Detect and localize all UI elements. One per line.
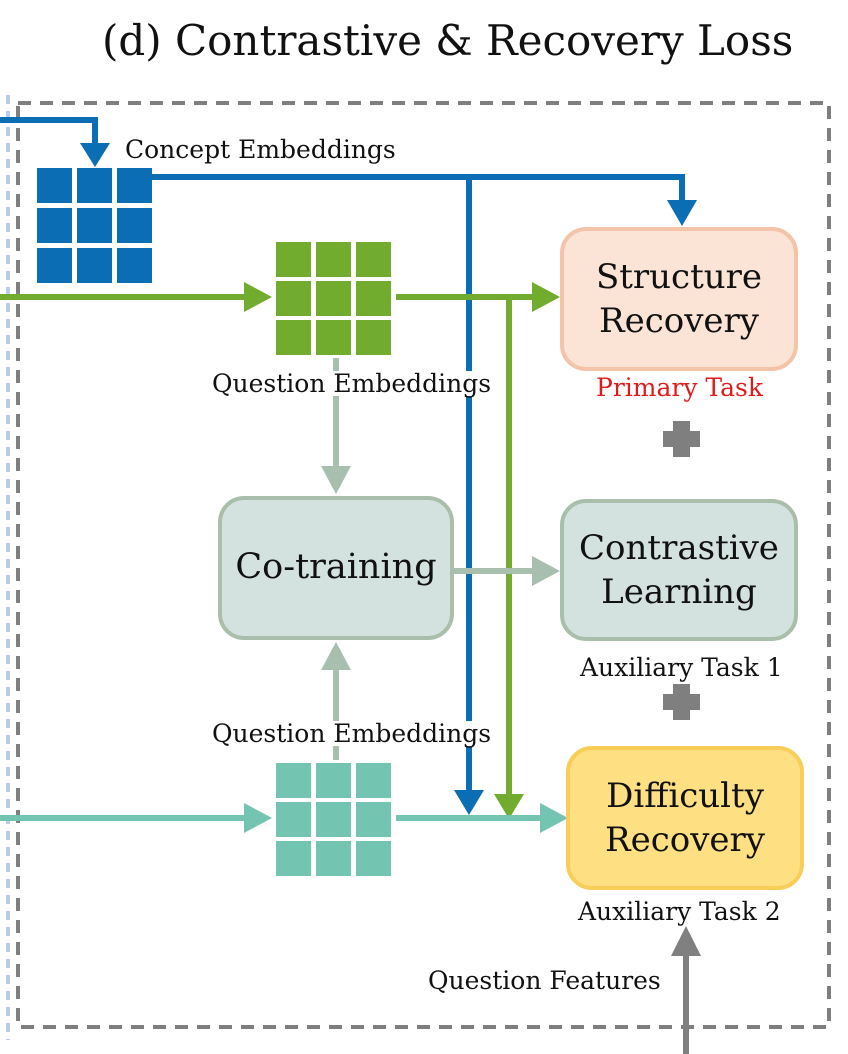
concept-input-arrow: [0, 117, 98, 147]
cotraining-label: Co-training: [235, 547, 437, 588]
auxiliary-task-1-label: Auxiliary Task 1: [580, 653, 783, 682]
panel-title: (d) Contrastive & Recovery Loss: [102, 16, 794, 65]
green-to-cotraining-arrowhead: [321, 466, 351, 494]
structure-recovery-label: Structure Recovery: [595, 256, 763, 341]
concept-embeddings-label: Concept Embeddings: [125, 135, 396, 164]
concept-to-structure-arrow: [152, 174, 685, 205]
question-embeddings-bottom-label: Question Embeddings: [212, 719, 492, 748]
concept-embedding-grid: [37, 168, 152, 283]
concept-to-structure-arrowhead: [667, 200, 697, 226]
cotraining-to-contrastive-arrowhead: [532, 556, 560, 586]
contrastive-learning-label: Contrastive Learning: [579, 527, 779, 612]
concept-input-arrowhead: [80, 143, 110, 167]
auxiliary-task-2-label: Auxiliary Task 2: [578, 897, 781, 926]
question-teal-embedding-grid: [276, 763, 391, 876]
question-green-input-arrowhead: [244, 282, 272, 312]
concept-to-difficulty-arrowhead: [454, 790, 484, 815]
question-teal-to-difficulty-arrowhead: [540, 803, 568, 833]
difficulty-recovery-box: Difficulty Recovery: [566, 746, 804, 890]
question-green-to-structure-arrowhead: [532, 282, 560, 312]
contrastive-learning-box: Contrastive Learning: [560, 499, 798, 641]
question-features-arrowhead: [671, 926, 701, 956]
question-green-to-difficulty-arrowhead: [494, 794, 524, 819]
structure-recovery-box: Structure Recovery: [560, 227, 798, 371]
cotraining-box: Co-training: [218, 496, 454, 640]
difficulty-recovery-label: Difficulty Recovery: [604, 775, 766, 860]
plus-icon: [663, 421, 700, 457]
plus-icon: [663, 684, 700, 720]
question-teal-input-arrowhead: [244, 803, 272, 833]
question-embeddings-top-label: Question Embeddings: [212, 369, 492, 398]
question-features-label: Question Features: [428, 966, 661, 995]
panel-frame: [16, 101, 831, 1029]
teal-to-cotraining-arrowhead: [321, 642, 351, 670]
primary-task-label: Primary Task: [596, 373, 764, 402]
question-green-embedding-grid: [276, 242, 391, 355]
